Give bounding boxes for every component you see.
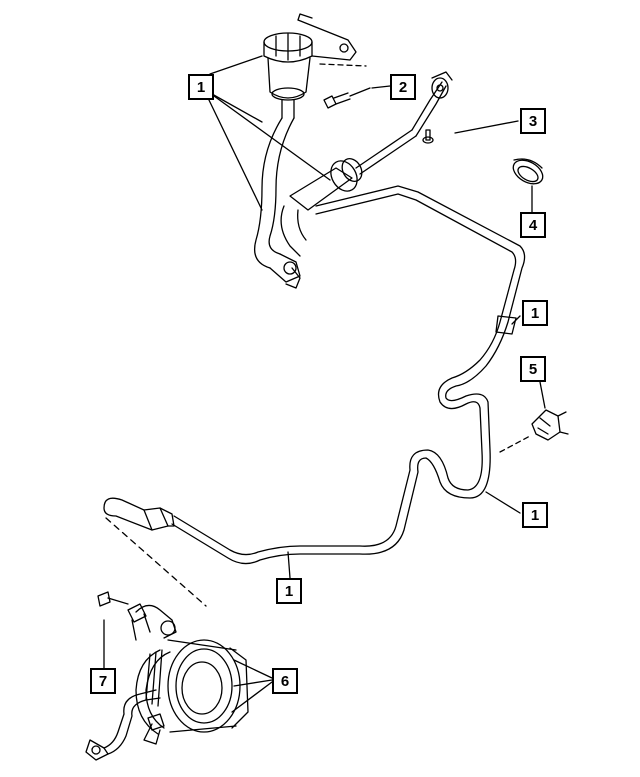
grommet-part-4	[512, 158, 544, 213]
callout-7: 7	[90, 668, 116, 694]
leader-line-1d	[287, 551, 291, 579]
callout-1-right: 1	[522, 300, 548, 326]
leader-line-1b	[511, 315, 521, 325]
callout-1-bottom: 1	[276, 578, 302, 604]
bolt-part-2	[323, 87, 371, 109]
callout-3: 3	[520, 108, 546, 134]
leader-line-2	[371, 85, 391, 89]
callout-2: 2	[390, 74, 416, 100]
callout-6: 6	[272, 668, 298, 694]
reservoir-assembly	[253, 13, 453, 289]
leader-lines-6	[231, 659, 273, 713]
hydraulic-line	[103, 185, 526, 607]
leader-line-1c	[485, 491, 521, 514]
slave-cylinder-assembly	[85, 591, 249, 761]
rivet-part-3	[422, 120, 519, 144]
clip-part-5	[499, 381, 569, 453]
callout-5: 5	[520, 356, 546, 382]
leader-lines-1a	[207, 55, 331, 211]
callout-4: 4	[520, 212, 546, 238]
callout-1-lower-right: 1	[522, 502, 548, 528]
callout-1-top: 1	[188, 74, 214, 100]
